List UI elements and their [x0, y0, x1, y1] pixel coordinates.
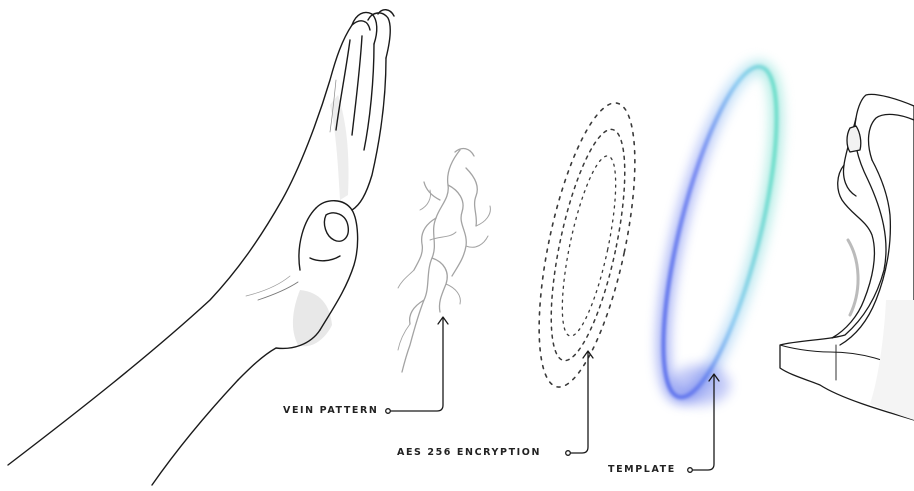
encryption-label: AES 256 ENCRYPTION [397, 447, 541, 459]
dashed-circles-icon [520, 95, 655, 394]
encryption-connector-dot [566, 451, 571, 456]
vein-connector-dot [386, 409, 391, 414]
encryption-connector-line [571, 352, 588, 453]
vein-pattern-label: VEIN PATTERN [283, 405, 378, 417]
template-connector-dot [688, 468, 693, 473]
vein-pattern-icon [398, 149, 490, 372]
glowing-ring-icon [640, 57, 800, 406]
vein-connector-line [391, 318, 443, 411]
palm-scanner-icon [780, 94, 914, 420]
template-label: TEMPLATE [608, 464, 676, 476]
